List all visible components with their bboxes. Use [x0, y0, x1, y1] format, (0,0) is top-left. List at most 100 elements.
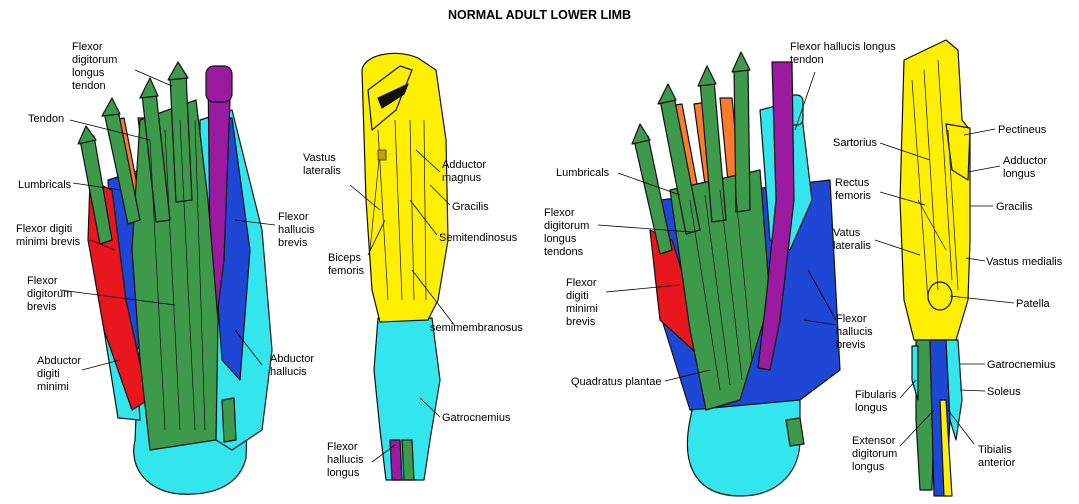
label-line: tendon [790, 54, 824, 66]
foot-plantar-deep-view: Flexor hallucis longustendon Lumbricals … [544, 41, 896, 496]
label-vastus-medialis: Vastus medialis [986, 256, 1063, 268]
label-line: longus [72, 67, 105, 79]
label-lumbricals: Lumbricals [18, 179, 72, 191]
label-flexor-digitorum-longus-tendons: Flexordigitorumlongustendons [544, 207, 589, 258]
label-flexor-hallucis-brevis-2: Flexorhallucisbrevis [836, 313, 873, 351]
small-tendon-lower [222, 398, 236, 442]
label-line: tendons [544, 246, 584, 258]
label-soleus: Soleus [987, 386, 1021, 398]
label-line: Lumbricals [556, 167, 610, 179]
label-line: Adductor [1003, 155, 1047, 167]
label-gracilis: Gracilis [452, 201, 489, 213]
label-biceps-femoris: Bicepsfemoris [328, 252, 365, 277]
leg-anterior-view: Pectineus Sartorius Adductorlongus Rectu… [833, 40, 1063, 496]
label-line: Sartorius [833, 137, 878, 149]
label-semimembranosus: semimembranosus [430, 322, 523, 334]
label-abductor-digiti-minimi: Abductordigitiminimi [37, 355, 81, 393]
label-line: Quadratus plantae [571, 376, 662, 388]
label-line: Semitendinosus [439, 232, 518, 244]
label-line: femoris [328, 265, 365, 277]
label-extensor-digitorum-longus: Extensordigitorumlongus [852, 435, 897, 473]
label-line: femoris [835, 190, 872, 202]
label-line: brevis [27, 301, 57, 313]
label-line: digitorum [72, 54, 117, 66]
label-line: Flexor [72, 41, 103, 53]
label-lumbricals-2: Lumbricals [556, 167, 610, 179]
label-line: tendon [72, 80, 106, 92]
label-line: Flexor hallucis longus [790, 41, 896, 53]
label-line: Gracilis [452, 201, 489, 213]
label-line: Flexor [327, 441, 358, 453]
label-line: minimi brevis [16, 236, 81, 248]
label-line: Abductor [37, 355, 81, 367]
label-line: Abductor [270, 353, 314, 365]
label-line: longus [327, 467, 360, 479]
patella-bone [928, 282, 952, 310]
label-line: Flexor [27, 275, 58, 287]
label-line: hallucis [836, 326, 873, 338]
label-line: Tibialis [978, 444, 1012, 456]
label-line: semimembranosus [430, 322, 523, 334]
label-line: minimi [37, 381, 69, 393]
label-line: longus [544, 233, 577, 245]
label-line: Rectus [835, 177, 870, 189]
label-sartorius: Sartorius [833, 137, 878, 149]
leader-leg2-addl [968, 166, 1000, 172]
toe-tip-2 [102, 98, 120, 116]
label-line: lateralis [303, 165, 341, 177]
label-line: Patella [1016, 298, 1051, 310]
label-line: Extensor [852, 435, 896, 447]
label-line: Gatrocnemius [987, 359, 1056, 371]
label-line: magnus [442, 172, 482, 184]
label-line: Vastus medialis [986, 256, 1063, 268]
label-line: longus [1003, 168, 1036, 180]
label-line: Soleus [987, 386, 1021, 398]
label-line: minimi [566, 303, 598, 315]
label-line: digiti [566, 290, 589, 302]
label-line: Vatus [833, 227, 861, 239]
label-adductor-magnus: Adductormagnus [442, 159, 486, 184]
label-line: anterior [978, 457, 1016, 469]
label-line: Pectineus [998, 124, 1047, 136]
leader-foot1-fdl [135, 70, 172, 86]
soleus-muscle [912, 346, 918, 400]
label-line: Flexor [836, 313, 867, 325]
bone-marker [378, 150, 386, 160]
label-gracilis-2: Gracilis [996, 201, 1033, 213]
label-gatrocnemius: Gatrocnemius [442, 412, 511, 424]
label-line: Flexor [278, 211, 309, 223]
label-line: Gracilis [996, 201, 1033, 213]
label-line: Flexor digiti [16, 223, 72, 235]
label-pectineus: Pectineus [998, 124, 1047, 136]
label-semitendinosus: Semitendinosus [439, 232, 518, 244]
label-line: brevis [566, 316, 596, 328]
leader-leg2-sol [960, 390, 985, 391]
label-line: digitorum [852, 448, 897, 460]
label-quadratus-plantae: Quadratus plantae [571, 376, 662, 388]
label-line: Flexor [544, 207, 575, 219]
label-line: Flexor [566, 277, 597, 289]
fdl-tip-3 [698, 66, 716, 86]
big-toe-tip [206, 66, 232, 102]
fdl-tip-1 [632, 124, 650, 144]
label-line: digitorum [27, 288, 72, 300]
label-line: Adductor [442, 159, 486, 171]
label-line: longus [852, 461, 885, 473]
label-line: hallucis [278, 224, 315, 236]
toe-tip-4 [168, 62, 188, 80]
fdl-tip-4 [732, 52, 750, 72]
fdl-tip-2 [658, 84, 676, 104]
label-flexor-digitorum-longus-tendon: Flexordigitorumlongustendon [72, 41, 117, 92]
label-gatrocnemius-2: Gatrocnemius [987, 359, 1056, 371]
